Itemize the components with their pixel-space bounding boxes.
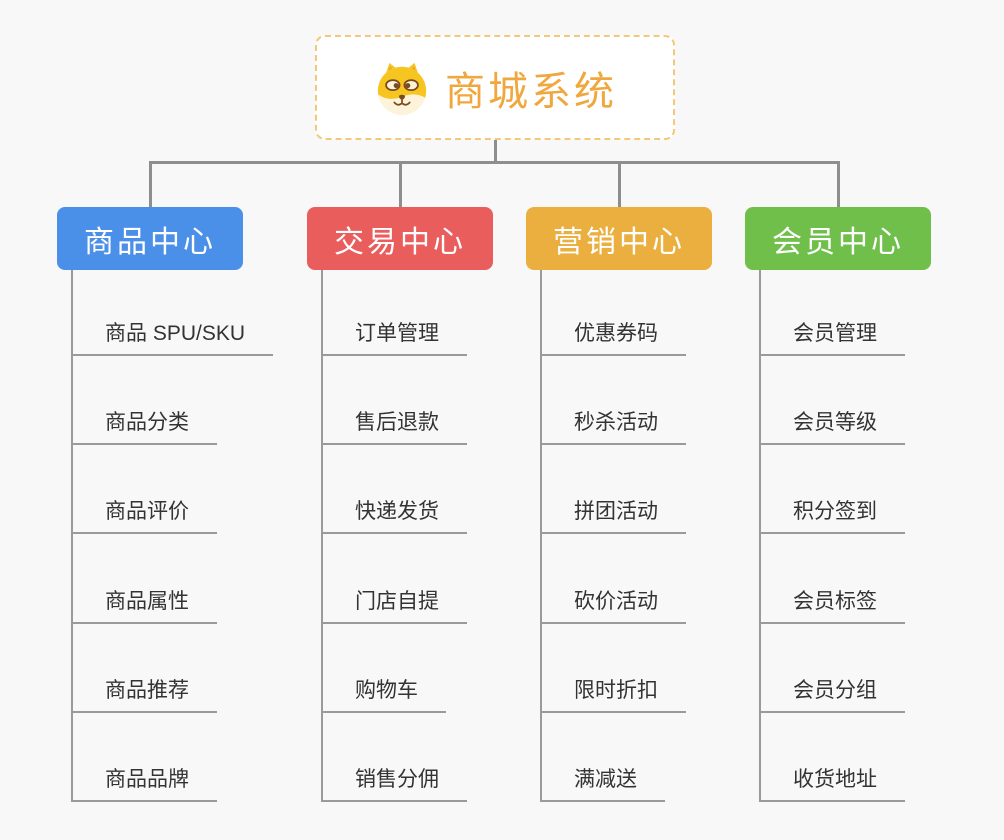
branch-label: 商品中心	[84, 225, 216, 259]
leaf-topic[interactable]: 会员标签	[759, 587, 905, 624]
leaf-topic[interactable]: 砍价活动	[540, 587, 686, 624]
bus-line	[148, 161, 840, 164]
branch-node-2[interactable]: 营销中心	[526, 207, 712, 270]
leaf-topic[interactable]: 销售分佣	[321, 765, 467, 802]
leaf-topic[interactable]: 订单管理	[321, 319, 467, 356]
branch-trunk-line-1	[321, 270, 323, 802]
branch-node-3[interactable]: 会员中心	[745, 207, 931, 270]
root-node[interactable]: 商城系统	[315, 35, 675, 140]
leaf-topic[interactable]: 商品 SPU/SKU	[71, 319, 274, 356]
branch-trunk-line-2	[540, 270, 542, 802]
leaf-topic[interactable]: 积分签到	[759, 497, 905, 534]
leaf-topic[interactable]: 会员管理	[759, 319, 905, 356]
branch-label: 会员中心	[772, 225, 904, 259]
leaf-topic[interactable]: 商品推荐	[71, 676, 217, 713]
leaf-topic[interactable]: 商品分类	[71, 408, 217, 445]
leaf-topic[interactable]: 商品评价	[71, 497, 217, 534]
leaf-topic[interactable]: 售后退款	[321, 408, 467, 445]
branch-drop-line-1	[398, 161, 402, 207]
leaf-topic[interactable]: 商品品牌	[71, 765, 217, 802]
leaf-topic[interactable]: 满减送	[540, 765, 665, 802]
leaf-topic[interactable]: 快递发货	[321, 497, 467, 534]
branch-trunk-line-0	[71, 270, 73, 802]
leaf-topic[interactable]: 秒杀活动	[540, 408, 686, 445]
leaf-topic[interactable]: 会员等级	[759, 408, 905, 445]
branch-label: 交易中心	[334, 225, 466, 259]
leaf-topic[interactable]: 拼团活动	[540, 497, 686, 534]
root-drop-line	[493, 139, 497, 164]
branch-node-0[interactable]: 商品中心	[57, 207, 243, 270]
branch-trunk-line-3	[759, 270, 761, 802]
branch-drop-line-3	[836, 161, 840, 207]
root-title: 商城系统	[445, 69, 617, 114]
branch-drop-line-2	[617, 161, 621, 207]
branch-label: 营销中心	[553, 225, 685, 259]
leaf-topic[interactable]: 门店自提	[321, 587, 467, 624]
leaf-topic[interactable]: 会员分组	[759, 676, 905, 713]
dog-mascot-icon	[373, 60, 431, 116]
branch-drop-line-0	[148, 161, 152, 207]
branch-node-1[interactable]: 交易中心	[307, 207, 493, 270]
leaf-topic[interactable]: 购物车	[321, 676, 446, 713]
leaf-topic[interactable]: 限时折扣	[540, 676, 686, 713]
leaf-topic[interactable]: 商品属性	[71, 587, 217, 624]
leaf-topic[interactable]: 优惠券码	[540, 319, 686, 356]
leaf-topic[interactable]: 收货地址	[759, 765, 905, 802]
